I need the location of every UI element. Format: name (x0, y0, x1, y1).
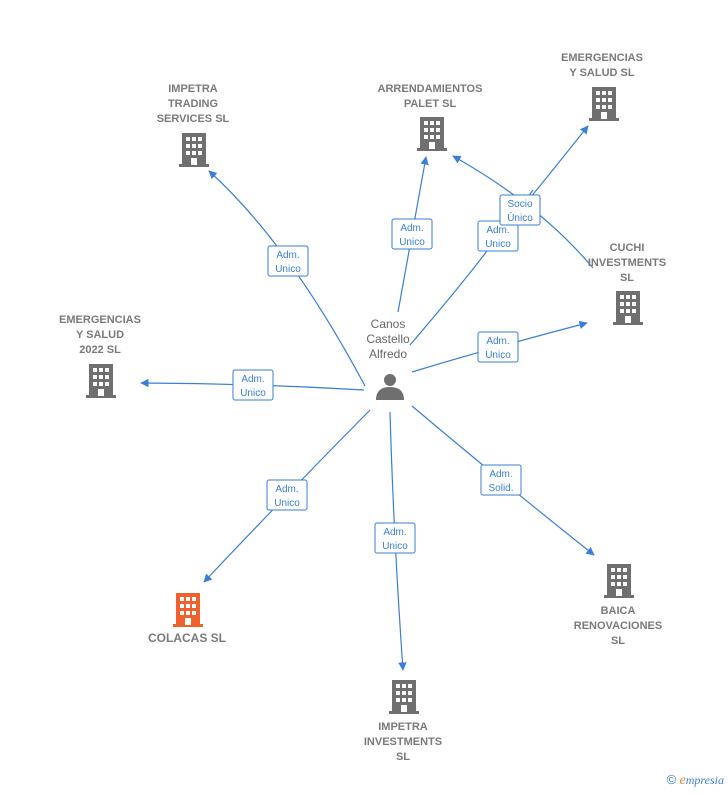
company-node-colacas[interactable]: COLACAS SL (148, 593, 226, 645)
company-name-line: BAICA (601, 605, 636, 617)
person-name-line: Canos (371, 317, 406, 331)
person-name-line: Alfredo (369, 347, 407, 361)
building-icon (86, 364, 116, 398)
relation-label-text: Unico (485, 350, 511, 361)
relation-label[interactable]: Adm. Unico (391, 218, 433, 250)
relation-label[interactable]: Adm. Unico (477, 331, 519, 363)
relation-label-text: Adm. (275, 484, 298, 495)
relation-label-text: Adm. (489, 469, 512, 480)
edge-to-impetra-trading (208, 170, 366, 387)
relation-label-text: Adm. (486, 225, 509, 236)
relation-label-box (480, 464, 522, 496)
company-name-line: EMERGENCIAS (59, 314, 141, 326)
company-name-line: PALET SL (404, 98, 457, 110)
building-icon (589, 87, 619, 121)
building-icon (173, 593, 203, 627)
person-icon (376, 374, 404, 400)
relation-label-text: Adm. (383, 527, 406, 538)
company-node-arrendamientos[interactable]: ARRENDAMIENTOS PALET SL (378, 83, 483, 151)
building-icon (179, 133, 209, 167)
company-name-line: RENOVACIONES (574, 620, 662, 632)
company-name-line: TRADING (168, 98, 218, 110)
company-node-baica[interactable]: BAICA RENOVACIONES SL (574, 564, 662, 647)
relation-label-box (267, 245, 309, 277)
company-name-line: IMPETRA (378, 721, 428, 733)
relation-label-box (499, 194, 541, 226)
brand-initial: e (679, 773, 686, 788)
relation-label[interactable]: Adm. Unico (374, 522, 416, 554)
company-name-line: IMPETRA (168, 83, 218, 95)
relation-label-box (477, 220, 519, 252)
relation-label-text: Solid. (488, 483, 513, 494)
company-name-line: SL (611, 635, 625, 647)
company-name-line: COLACAS SL (148, 631, 226, 645)
relation-label-text: Único (507, 211, 533, 224)
building-icon (417, 117, 447, 151)
building-icon (389, 680, 419, 714)
company-node-impetra-trading[interactable]: IMPETRA TRADING SERVICES SL (157, 83, 230, 167)
relation-label-box (266, 479, 308, 511)
company-node-emergencias-2022[interactable]: EMERGENCIAS Y SALUD 2022 SL (59, 314, 141, 398)
relation-label-text: Socio (507, 199, 532, 210)
relation-label-text: Unico (275, 264, 301, 275)
company-name-line: ARRENDAMIENTOS (378, 83, 483, 95)
nodes-layer: IMPETRA TRADING SERVICES SL ARRENDAMIENTOS P… (59, 52, 666, 763)
company-node-impetra-investments[interactable]: IMPETRA INVESTMENTS SL (364, 680, 442, 763)
building-icon (604, 564, 634, 598)
relation-label-text: Unico (382, 541, 408, 552)
company-node-emergencias-salud[interactable]: EMERGENCIAS Y SALUD SL (561, 52, 643, 121)
company-node-cuchi[interactable]: CUCHI INVESTMENTS SL (588, 242, 666, 325)
company-name-line: 2022 SL (79, 344, 121, 356)
relation-label-text: Adm. (400, 223, 423, 234)
company-name-line: EMERGENCIAS (561, 52, 643, 64)
relation-label-text: Adm. (241, 374, 264, 385)
company-name-line: Y SALUD SL (569, 67, 634, 79)
relation-label[interactable]: Adm. Unico (232, 369, 274, 401)
relation-label-box (477, 331, 519, 363)
company-name-line: INVESTMENTS (364, 736, 442, 748)
company-name-line: SL (620, 272, 634, 284)
relation-label-box (391, 218, 433, 250)
relation-label-text: Unico (274, 498, 300, 509)
relation-label-text: Unico (485, 239, 511, 250)
relation-label-text: Adm. (486, 336, 509, 347)
person-name-line: Castello (366, 332, 410, 346)
brand-name: mpresia (685, 773, 724, 787)
relation-label[interactable]: Adm. Solid. (480, 464, 522, 496)
relation-label[interactable]: Adm. Unico (266, 479, 308, 511)
company-name-line: INVESTMENTS (588, 257, 666, 269)
building-icon (613, 291, 643, 325)
relation-label[interactable]: Adm. Unico (477, 220, 519, 252)
copyright-symbol: © (666, 772, 677, 787)
company-name-line: SERVICES SL (157, 113, 230, 125)
edge-labels-layer: Adm.UnicoAdm.UnicoAdm.UnicoSocioÚnicoAdm… (232, 194, 541, 554)
relation-label-text: Unico (399, 237, 425, 248)
company-name-line: CUCHI (610, 242, 645, 254)
relation-label-text: Unico (240, 388, 266, 399)
company-name-line: SL (396, 751, 410, 763)
relation-label[interactable]: Adm. Unico (267, 245, 309, 277)
relation-label-box (232, 369, 274, 401)
relation-label-box (374, 522, 416, 554)
relation-label-text: Adm. (276, 250, 299, 261)
footer-brand: © empresia (667, 772, 724, 789)
company-name-line: Y SALUD (76, 329, 124, 341)
